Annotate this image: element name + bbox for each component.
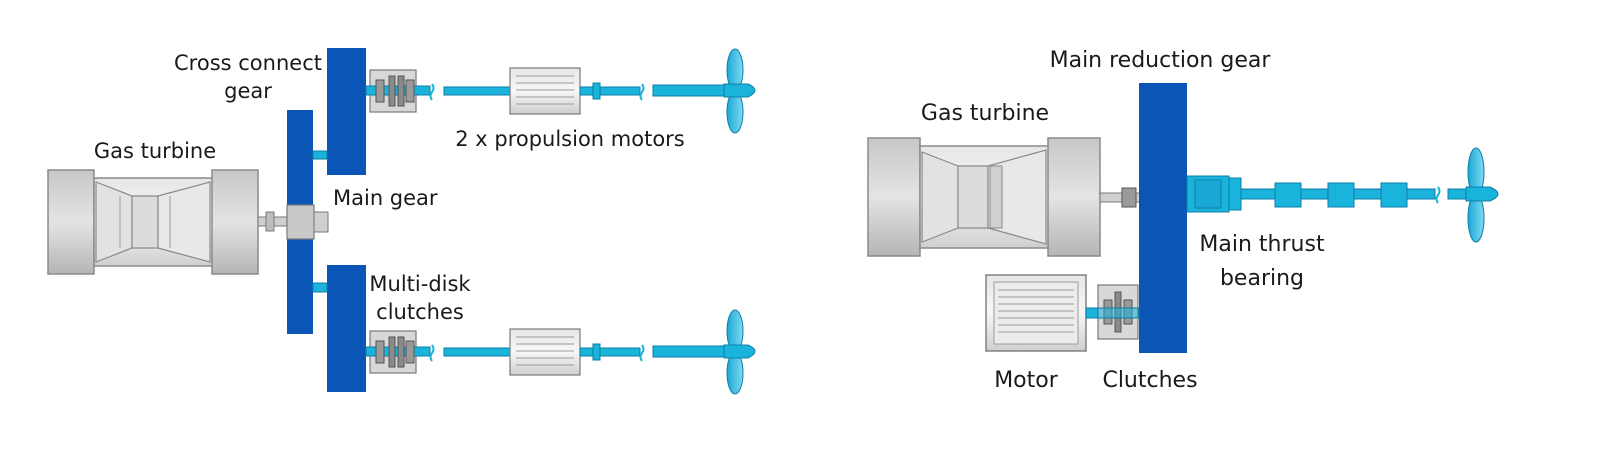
label-multi-disk-2: clutches <box>376 300 464 324</box>
motor-right <box>985 274 1087 352</box>
cross-connect-gear-top <box>327 48 366 175</box>
right-diagram: Main reduction gear Gas turbine Main thr… <box>867 48 1499 393</box>
main-gear-hub <box>286 204 315 240</box>
propeller-right <box>1465 147 1499 243</box>
clutches-right <box>1097 284 1139 340</box>
label-clutches: Clutches <box>1102 368 1197 393</box>
label-main-gear: Main gear <box>333 186 438 210</box>
label-main-thrust-1: Main thrust <box>1199 232 1325 257</box>
propeller-lower-left <box>723 309 756 395</box>
label-gas-turbine-right: Gas turbine <box>921 101 1049 126</box>
label-gas-turbine-left: Gas turbine <box>94 139 216 163</box>
label-propulsion-motors: 2 x propulsion motors <box>455 127 685 151</box>
propulsion-line-lower <box>365 309 756 395</box>
gas-turbine-left <box>47 169 259 275</box>
propulsion-line-upper <box>365 48 756 134</box>
gas-turbine-right <box>867 137 1101 257</box>
label-main-reduction-gear: Main reduction gear <box>1050 48 1272 73</box>
propulsion-motor-lower <box>509 328 581 376</box>
label-multi-disk-1: Multi-disk <box>369 272 471 296</box>
cross-connect-gear-bottom <box>327 265 366 392</box>
label-main-thrust-2: bearing <box>1220 266 1304 291</box>
label-cross-connect-gear-1: Cross connect <box>174 51 322 75</box>
left-diagram: Cross connect gear Gas turbine Main gear… <box>47 48 756 395</box>
propeller-upper-left <box>723 48 756 134</box>
label-cross-connect-gear-2: gear <box>224 79 272 103</box>
label-motor: Motor <box>994 368 1059 393</box>
propulsion-motor-upper <box>509 67 581 115</box>
main-reduction-gear <box>1139 83 1187 353</box>
